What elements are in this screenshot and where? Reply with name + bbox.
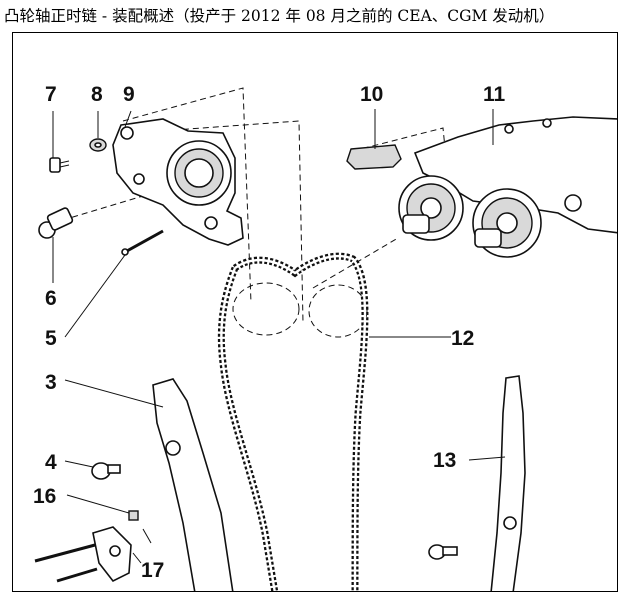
part-5-bolt <box>121 229 164 256</box>
callout-8: 8 <box>91 83 103 106</box>
part-4-bolt <box>91 462 121 480</box>
part-11-camshaft-housing <box>398 116 617 258</box>
leader-lines <box>52 109 506 564</box>
callout-labels: 7 8 9 10 11 6 5 12 3 4 13 16 17 <box>33 83 506 582</box>
page-title: 凸轮轴正时链 - 装配概述（投产于 2012 年 08 月之前的 CEA、CGM… <box>4 7 555 25</box>
part-9-tensioner-housing <box>112 118 244 246</box>
callout-16: 16 <box>33 485 56 508</box>
part-13-guide-rail <box>490 375 526 591</box>
callout-10: 10 <box>360 83 383 106</box>
alignment-lines <box>52 87 446 338</box>
part-8-washer <box>89 138 107 152</box>
callout-4: 4 <box>45 451 57 474</box>
callout-9: 9 <box>123 83 135 106</box>
part-17-bracket <box>34 510 139 583</box>
part-6-screw-plug <box>38 207 74 239</box>
callout-3: 3 <box>45 371 57 394</box>
callout-17: 17 <box>141 559 164 582</box>
exploded-view-diagram: 7 8 9 10 11 6 5 12 3 4 13 16 17 <box>33 83 617 591</box>
callout-6: 6 <box>45 287 57 310</box>
part-12-timing-chain <box>217 252 369 591</box>
part-3-tensioning-rail <box>152 378 234 591</box>
callout-7: 7 <box>45 83 57 106</box>
callout-5: 5 <box>45 327 57 350</box>
callout-11: 11 <box>483 83 506 106</box>
callout-12: 12 <box>451 327 474 350</box>
part-7-bolt <box>49 157 70 173</box>
callout-13: 13 <box>433 449 456 472</box>
part-10-chain-tensioner <box>346 144 402 170</box>
diagram-frame: 7 8 9 10 11 6 5 12 3 4 13 16 17 <box>12 32 618 592</box>
bottom-bolt <box>428 544 458 560</box>
